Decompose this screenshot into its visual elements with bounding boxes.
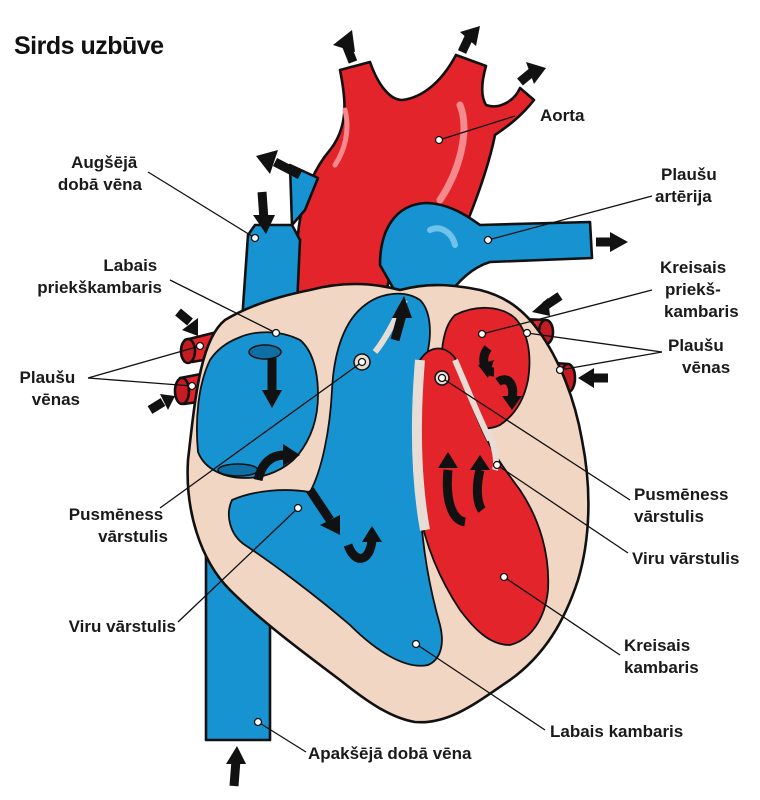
label-tricuspid-valve: Viru vārstulis (69, 617, 176, 636)
aorta-shape (295, 53, 536, 332)
labels: Aorta Augšējā dobā vēna Plaušu artērija … (20, 106, 740, 763)
label-inferior-vena-cava: Apakšējā dobā vēna (308, 744, 472, 763)
label-semilunar-valve-left: Pusmēness vārstulis (69, 505, 168, 546)
label-right-ventricle: Labais kambaris (550, 722, 683, 741)
label-aorta: Aorta (540, 106, 585, 125)
label-superior-vena-cava: Augšējā dobā vēna (58, 153, 143, 194)
label-pulmonary-veins-right: Plaušu vēnas (668, 336, 730, 377)
label-mitral-valve: Viru vārstulis (632, 549, 739, 568)
label-left-atrium: Kreisais priekš- kambaris (660, 258, 739, 321)
label-left-ventricle: Kreisais kambaris (624, 636, 699, 677)
label-pulmonary-veins-left: Plaušu vēnas (20, 368, 80, 409)
external-arrows (147, 26, 628, 787)
label-right-atrium: Labais priekškambaris (37, 256, 162, 297)
tricuspid-valve-shape (217, 463, 259, 477)
blood-flow-arrows (253, 296, 522, 563)
label-semilunar-valve-right: Pusmēness vārstulis (634, 485, 733, 526)
heart-illustration (147, 26, 628, 787)
pulmonary-artery-shape (378, 201, 594, 302)
diagram-title: Sirds uzbūve (14, 32, 164, 60)
right-atrium-shape (196, 331, 319, 479)
label-pulmonary-artery: Plaušu artērija (655, 165, 721, 206)
leader-lines (87, 115, 663, 753)
